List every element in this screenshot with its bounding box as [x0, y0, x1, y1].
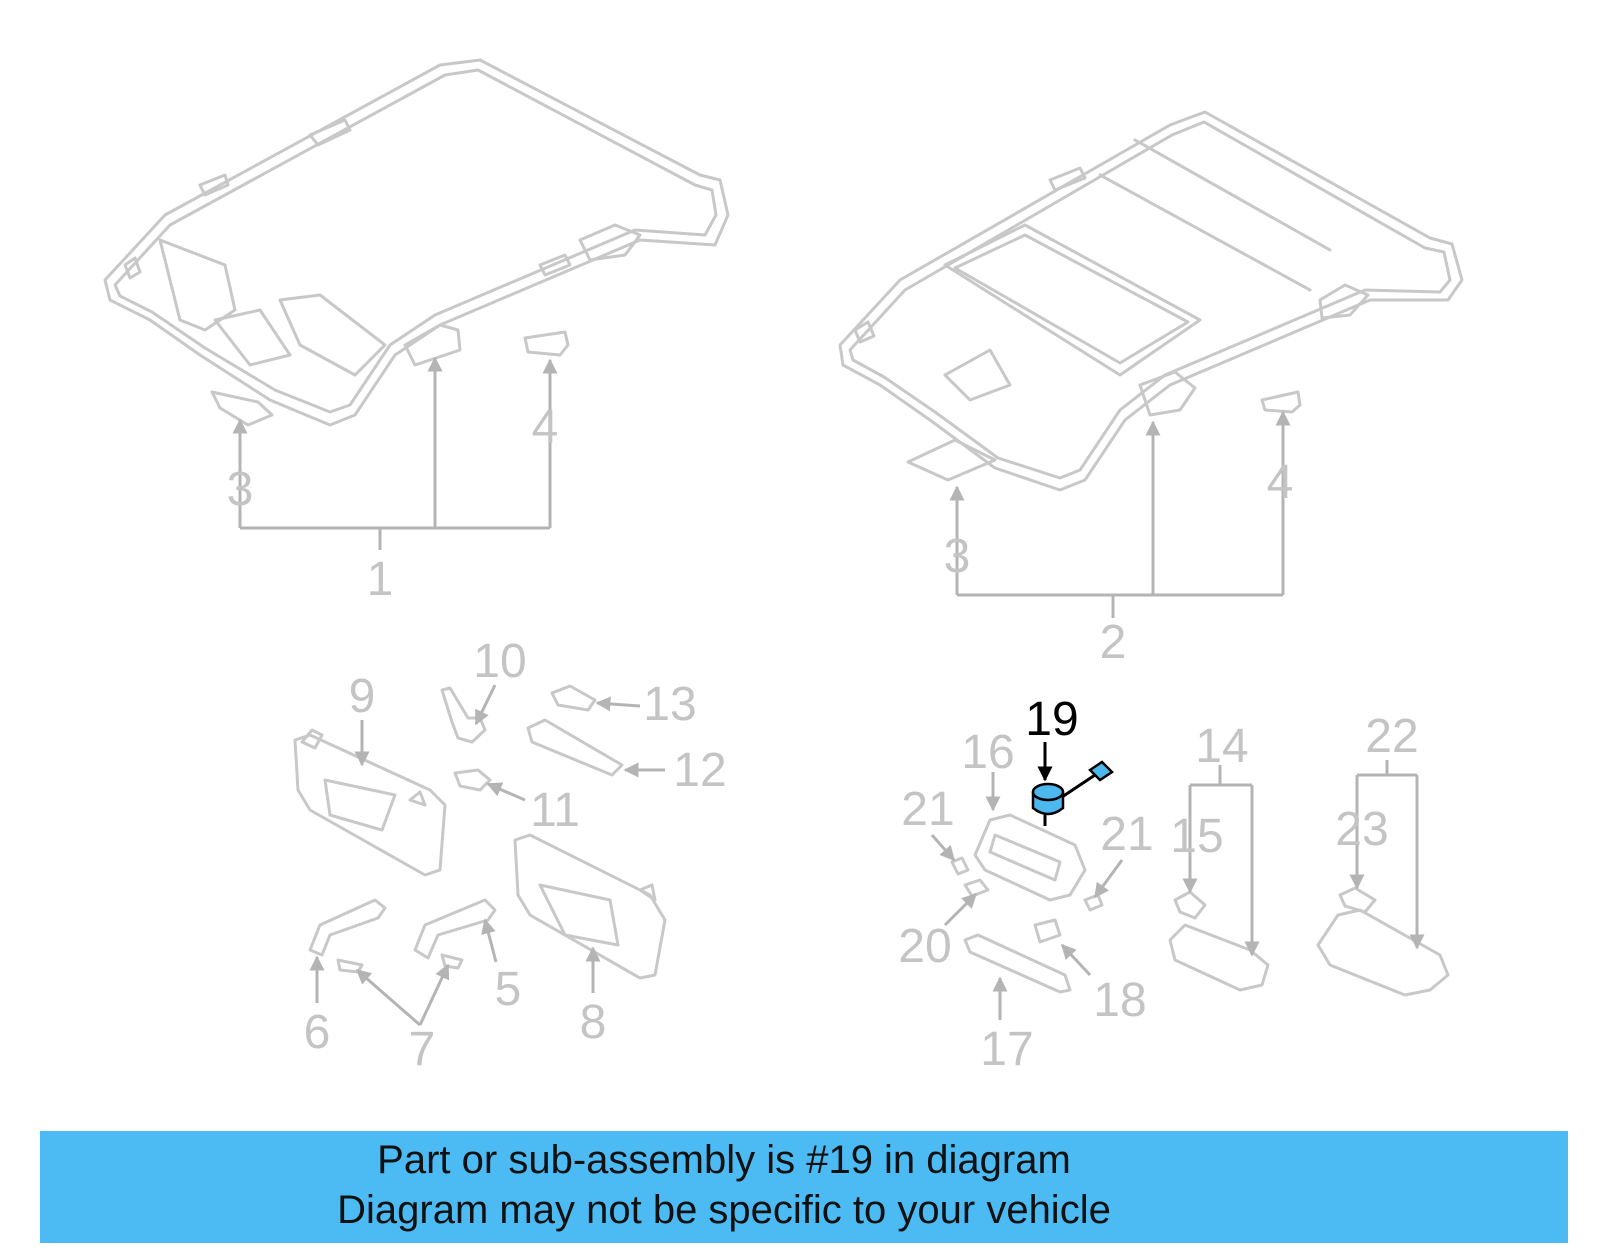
lamp-22	[1316, 886, 1450, 997]
info-banner: Part or sub-assembly is #19 in diagram D…	[40, 1131, 1568, 1243]
part-3-right	[906, 438, 997, 482]
callout-21-left: 21	[901, 783, 954, 836]
bulb-21-right	[1083, 893, 1104, 912]
map-lamp-16	[973, 813, 1087, 902]
highlighted-part-19	[1031, 742, 1114, 826]
callout-4-right: 4	[1267, 456, 1294, 509]
callout-9: 9	[349, 670, 376, 723]
callout-14: 14	[1195, 720, 1248, 773]
callout-22: 22	[1365, 710, 1418, 763]
part-3-left	[210, 390, 274, 427]
lens-17	[963, 933, 1072, 994]
part-4-right	[1260, 390, 1302, 414]
callout-20: 20	[898, 920, 951, 973]
callout-23: 23	[1335, 803, 1388, 856]
sun-visor-left	[293, 728, 447, 877]
callout-4-left: 4	[532, 401, 559, 454]
callout-13: 13	[643, 678, 696, 731]
callout-10: 10	[473, 635, 526, 688]
headliner-2	[838, 110, 1464, 492]
callout-11: 11	[530, 784, 580, 837]
callout-5: 5	[495, 963, 522, 1016]
callout-1: 1	[367, 553, 394, 606]
callout-18: 18	[1093, 974, 1146, 1027]
callout-3-right: 3	[944, 530, 971, 583]
callout-19: 19	[1025, 693, 1078, 746]
callout-21-right: 21	[1100, 808, 1153, 861]
callout-15: 15	[1170, 810, 1223, 863]
part-4-left	[523, 330, 570, 357]
callout-16: 16	[961, 726, 1014, 779]
callout-6: 6	[304, 1006, 331, 1059]
callout-3-left: 3	[227, 463, 254, 516]
part-18	[1033, 918, 1062, 944]
callout-2: 2	[1100, 616, 1127, 669]
leaders-upper-left	[232, 356, 558, 550]
callout-12: 12	[673, 744, 726, 797]
leaders-lower-right	[930, 760, 1425, 1020]
bulb-21-left	[950, 856, 970, 876]
headliner-1	[103, 58, 730, 427]
banner-line-2: Diagram may not be specific to your vehi…	[337, 1188, 1111, 1232]
leaders-upper-right	[949, 410, 1291, 618]
callout-17: 17	[980, 1023, 1033, 1076]
small-parts-upper	[440, 684, 624, 792]
leaders-lower-left	[309, 684, 665, 1027]
callout-8: 8	[580, 996, 607, 1049]
banner-line-1: Part or sub-assembly is #19 in diagram	[377, 1138, 1071, 1182]
callout-7: 7	[409, 1023, 436, 1076]
bulb-20	[963, 878, 990, 898]
sun-visor-right	[513, 833, 667, 980]
grab-handles	[308, 898, 497, 974]
